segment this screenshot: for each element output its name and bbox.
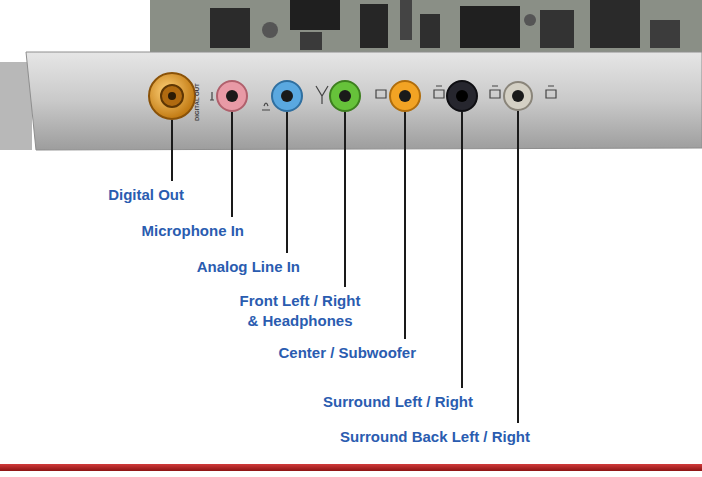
circuit-board — [150, 0, 702, 55]
port-label: Surround Left / Right — [323, 392, 473, 412]
jacks — [149, 73, 532, 119]
bracket-plate — [26, 52, 702, 150]
port-label: Surround Back Left / Right — [340, 427, 530, 447]
bottom-bar — [0, 464, 702, 471]
leader-lines — [172, 111, 518, 423]
port-label: Digital Out — [108, 185, 184, 205]
bracket-marking: DIGITAL OUT — [194, 83, 201, 121]
port-label: Microphone In — [142, 221, 245, 241]
mounting-tab — [0, 62, 32, 150]
jack-symbols — [210, 86, 556, 110]
port-label: Center / Subwoofer — [278, 343, 416, 363]
port-label: Front Left / Right & Headphones — [236, 291, 364, 331]
port-label: Analog Line In — [197, 257, 300, 277]
